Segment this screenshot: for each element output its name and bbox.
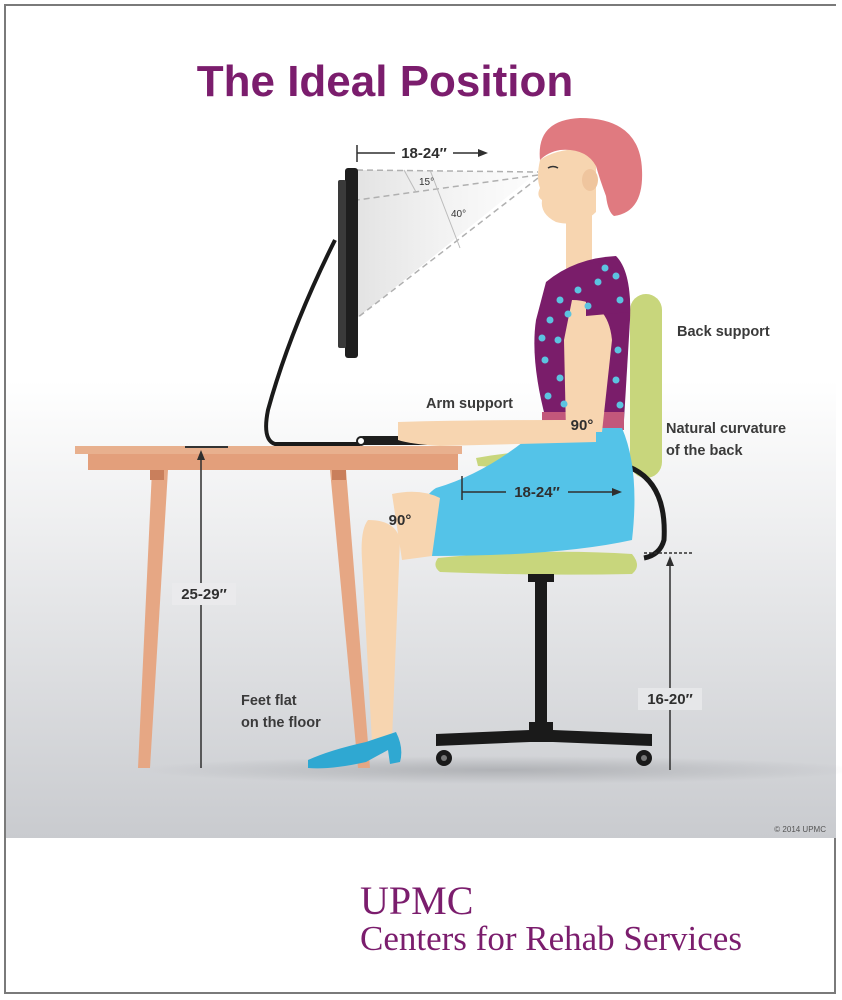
natural-curvature-label-line2: of the back [666,443,743,459]
angle-15-label: 15° [419,177,434,188]
seat-depth-label: 18-24″ [514,484,560,501]
page-title: The Ideal Position [197,57,574,106]
angle-40-label: 40° [451,209,466,220]
floor-shadow [140,756,842,784]
back-support-label: Back support [677,324,770,340]
feet-label-line1: Feet flat [241,693,297,709]
desk-height-label: 25-29″ [181,586,227,603]
brand-name: UPMC [360,878,473,923]
viewing-distance-label: 18-24″ [401,145,447,162]
elbow-angle-label: 90° [571,417,594,434]
copyright: © 2014 UPMC [774,825,826,834]
knee-angle-label: 90° [389,512,412,529]
brand-tagline: Centers for Rehab Services [360,919,742,958]
feet-label-line2: on the floor [241,715,321,731]
natural-curvature-label-line1: Natural curvature [666,421,786,437]
arm-support-label: Arm support [426,396,513,412]
seat-height-label: 16-20″ [647,691,693,708]
